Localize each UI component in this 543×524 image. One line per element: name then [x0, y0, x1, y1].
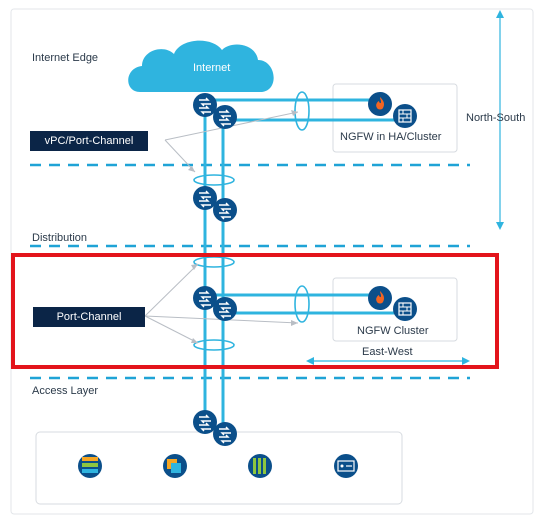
switch-icon: [192, 92, 218, 118]
port-channel-oval: [193, 339, 235, 351]
distribution-label: Distribution: [32, 232, 88, 244]
switch-icon: [192, 185, 218, 211]
port-channel-oval: [294, 285, 310, 323]
north-south-label: North-South: [466, 112, 526, 124]
pointer-arrowheads: [188, 110, 298, 343]
switch-icon: [192, 409, 218, 435]
firewall-icon: [392, 296, 418, 322]
firewall-icon: [368, 286, 392, 310]
storage-icon: [163, 454, 187, 478]
ngfw-ha-label: NGFW in HA/Cluster: [340, 131, 442, 143]
server-icon: [78, 454, 102, 478]
firewall-icon: [392, 103, 418, 129]
internet-edge-label: Internet Edge: [32, 52, 99, 64]
firewall-icon: [368, 92, 392, 116]
port-channel-oval: [193, 256, 235, 268]
east-west-label: East-West: [362, 346, 413, 358]
switch-icon: [212, 197, 238, 223]
cloud-icon: [128, 40, 274, 92]
compute-icon: [248, 454, 272, 478]
internet-label: Internet: [193, 62, 231, 74]
switch-icon: [212, 104, 238, 130]
appliance-icon: [334, 454, 358, 478]
ngfw-cluster-label: NGFW Cluster: [357, 325, 429, 337]
port-channel-oval: [193, 174, 235, 186]
switch-icon: [212, 296, 238, 322]
highlight-box: [11, 253, 499, 369]
switch-icon: [212, 421, 238, 447]
port-channel-oval: [294, 91, 310, 131]
port-channel-tag: Port-Channel: [33, 307, 145, 327]
access-layer-label: Access Layer: [32, 385, 99, 397]
vpc-port-channel-tag: vPC/Port-Channel: [30, 131, 148, 151]
